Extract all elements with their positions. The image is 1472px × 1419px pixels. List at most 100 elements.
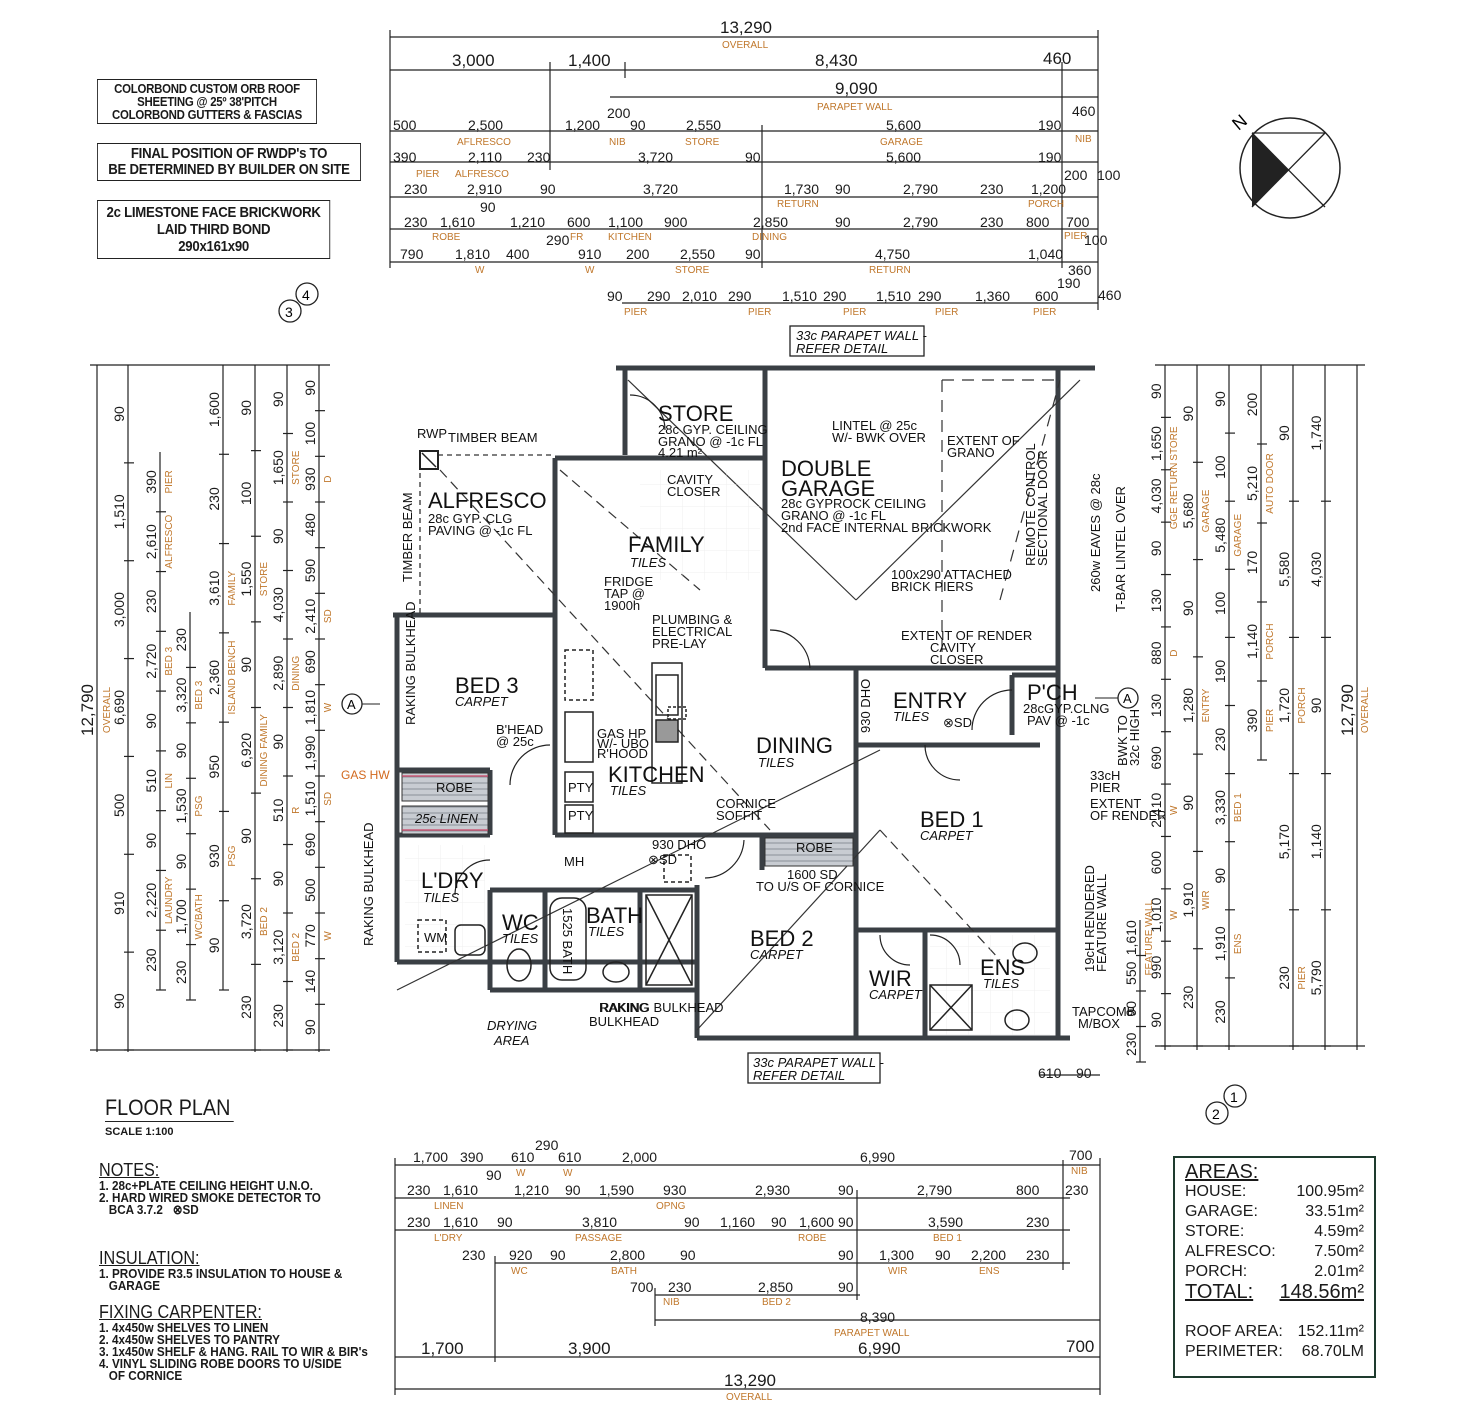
- smoke-detector: ⊗SD: [943, 715, 972, 730]
- dim-label: AUTO DOOR: [1265, 453, 1276, 513]
- dim-value: 90: [1148, 540, 1164, 556]
- dim-value: 230: [1123, 1032, 1139, 1056]
- door-swings: [454, 394, 1013, 966]
- room-floor: TILES: [423, 890, 459, 905]
- room-note: 28c GYP. CEILING: [658, 422, 768, 437]
- annotation-line: 33c PARAPET WALL -: [796, 328, 927, 343]
- dim-value: 2,550: [680, 246, 715, 262]
- gas-hot-water-label: GAS HW: [341, 768, 390, 782]
- annotation-line: BRICK PIERS: [891, 579, 974, 594]
- dim-value: 5,210: [1244, 466, 1260, 501]
- room-note: 28c GYP. CLG: [428, 511, 512, 526]
- dim-value: 3,000: [111, 592, 127, 627]
- dim-value: 90: [111, 406, 127, 422]
- right-dimensions: [1139, 364, 1365, 1062]
- dim-value: 700: [1066, 1337, 1094, 1356]
- dim-label: W: [323, 702, 334, 712]
- rwdp-note: FINAL POSITION OF RWDP's TO BE DETERMINE…: [97, 143, 361, 181]
- rwp-label: RWP: [417, 426, 447, 441]
- dim-label: PIER: [1064, 231, 1087, 242]
- dim-label: WC: [511, 1266, 528, 1277]
- dim-label: STORE: [259, 562, 270, 597]
- dim-value: 1,600: [799, 1214, 834, 1230]
- dim-value: 3,120: [270, 930, 286, 965]
- dim-label: ALFRESCO: [164, 514, 175, 568]
- room-name-garage: GARAGE: [781, 476, 875, 501]
- dim-label: LAUNDRY: [164, 876, 175, 924]
- dim-label: PIER: [1033, 307, 1056, 318]
- dim-value: 700: [630, 1279, 654, 1295]
- dim-value: 190: [1038, 149, 1062, 165]
- dim-value: 230: [1212, 728, 1228, 752]
- annotation-line: LINTEL @ 25c: [832, 418, 917, 433]
- dim-value: 90: [238, 657, 254, 673]
- dim-value: 90: [486, 1167, 502, 1183]
- dim-value: 2,930: [755, 1182, 790, 1198]
- room-floor: CARPET: [869, 987, 923, 1002]
- brickwork-note: 2c LIMESTONE FACE BRICKWORK LAID THIRD B…: [97, 200, 331, 259]
- dim-value: 1,550: [238, 561, 254, 596]
- area-value: 2.01m²: [1314, 1263, 1364, 1280]
- areas-table: AREAS: HOUSE:100.95m² GARAGE:33.51m² STO…: [1173, 1156, 1376, 1378]
- room-name-porch: P'CH: [1027, 680, 1078, 705]
- dim-value: 290: [823, 288, 847, 304]
- dim-value: 900: [664, 214, 688, 230]
- dim-value: 90: [302, 1019, 318, 1035]
- area-row: STORE:4.59m²: [1185, 1222, 1364, 1242]
- dim-label: W: [516, 1168, 526, 1179]
- note-item: 1. 28c+PLATE CEILING HEIGHT U.N.O.: [99, 1178, 314, 1193]
- dim-value: 13,290: [720, 18, 772, 37]
- room-floor: TILES: [630, 555, 666, 570]
- dim-label: W: [475, 265, 485, 276]
- dim-label: PIER: [935, 307, 958, 318]
- room-name-entry: ENTRY: [893, 688, 967, 713]
- dim-value: 90: [238, 400, 254, 416]
- dim-value: 6,690: [111, 690, 127, 725]
- dim-label: BED 3: [164, 646, 175, 675]
- area-label: GARAGE:: [1185, 1203, 1258, 1220]
- area-total-label: TOTAL:: [1185, 1281, 1254, 1303]
- dim-value: 230: [1026, 1214, 1050, 1230]
- dim-value: 90: [1180, 795, 1196, 811]
- dim-value: 90: [630, 117, 646, 133]
- room-floor: TILES: [588, 924, 624, 939]
- dim-value: 1,910: [1212, 926, 1228, 961]
- dim-label: STORE: [291, 450, 302, 485]
- top-dimensions: [389, 30, 1099, 310]
- room-note: 2nd FACE INTERNAL BRICKWORK: [781, 520, 992, 535]
- dim-value: 930: [302, 467, 318, 491]
- dim-label: SD: [323, 792, 334, 806]
- dim-value: 1,650: [1148, 426, 1164, 461]
- dim-label: BATH: [611, 1266, 637, 1277]
- dim-value: 90: [935, 1247, 951, 1263]
- room-note: PAVING @ -1c FL: [428, 523, 532, 538]
- dim-value: 3,720: [238, 904, 254, 939]
- dim-label: PARAPET WALL: [817, 102, 893, 113]
- dim-value: 90: [111, 993, 127, 1009]
- annotation-line: W/- BWK OVER: [832, 430, 926, 445]
- dim-value: 1,140: [1308, 824, 1324, 859]
- dim-value: 500: [393, 117, 417, 133]
- insulation-item: GARAGE: [99, 1278, 161, 1293]
- dim-value: 2,790: [903, 181, 938, 197]
- dim-value: 230: [238, 995, 254, 1019]
- dim-value: 1,510: [302, 781, 318, 816]
- annotation-line: 33cH: [1090, 768, 1120, 783]
- dim-value: 1,610: [443, 1182, 478, 1198]
- area-label: HOUSE:: [1185, 1183, 1247, 1200]
- dim-label: D: [1169, 649, 1180, 656]
- section-marker-3-4: 3 4: [278, 282, 319, 323]
- perimeter-row: PERIMETER:68.70LM: [1185, 1342, 1364, 1362]
- room-note: 28c GYPROCK CEILING: [781, 496, 926, 511]
- dim-value: 930: [206, 844, 222, 868]
- dim-value: 90: [835, 181, 851, 197]
- annotation-line: T-BAR LINTEL OVER: [1113, 486, 1128, 612]
- dim-value: 90: [302, 380, 318, 396]
- annotation-line: RAKING BULKHEAD: [600, 1000, 724, 1015]
- dim-label: D: [323, 476, 334, 483]
- dim-value: 12,790: [1338, 684, 1357, 736]
- dim-value: 1,200: [1031, 181, 1066, 197]
- dim-value: 90: [1076, 1065, 1092, 1081]
- area-value: 100.95m²: [1296, 1183, 1364, 1200]
- dim-label: PIER: [843, 307, 866, 318]
